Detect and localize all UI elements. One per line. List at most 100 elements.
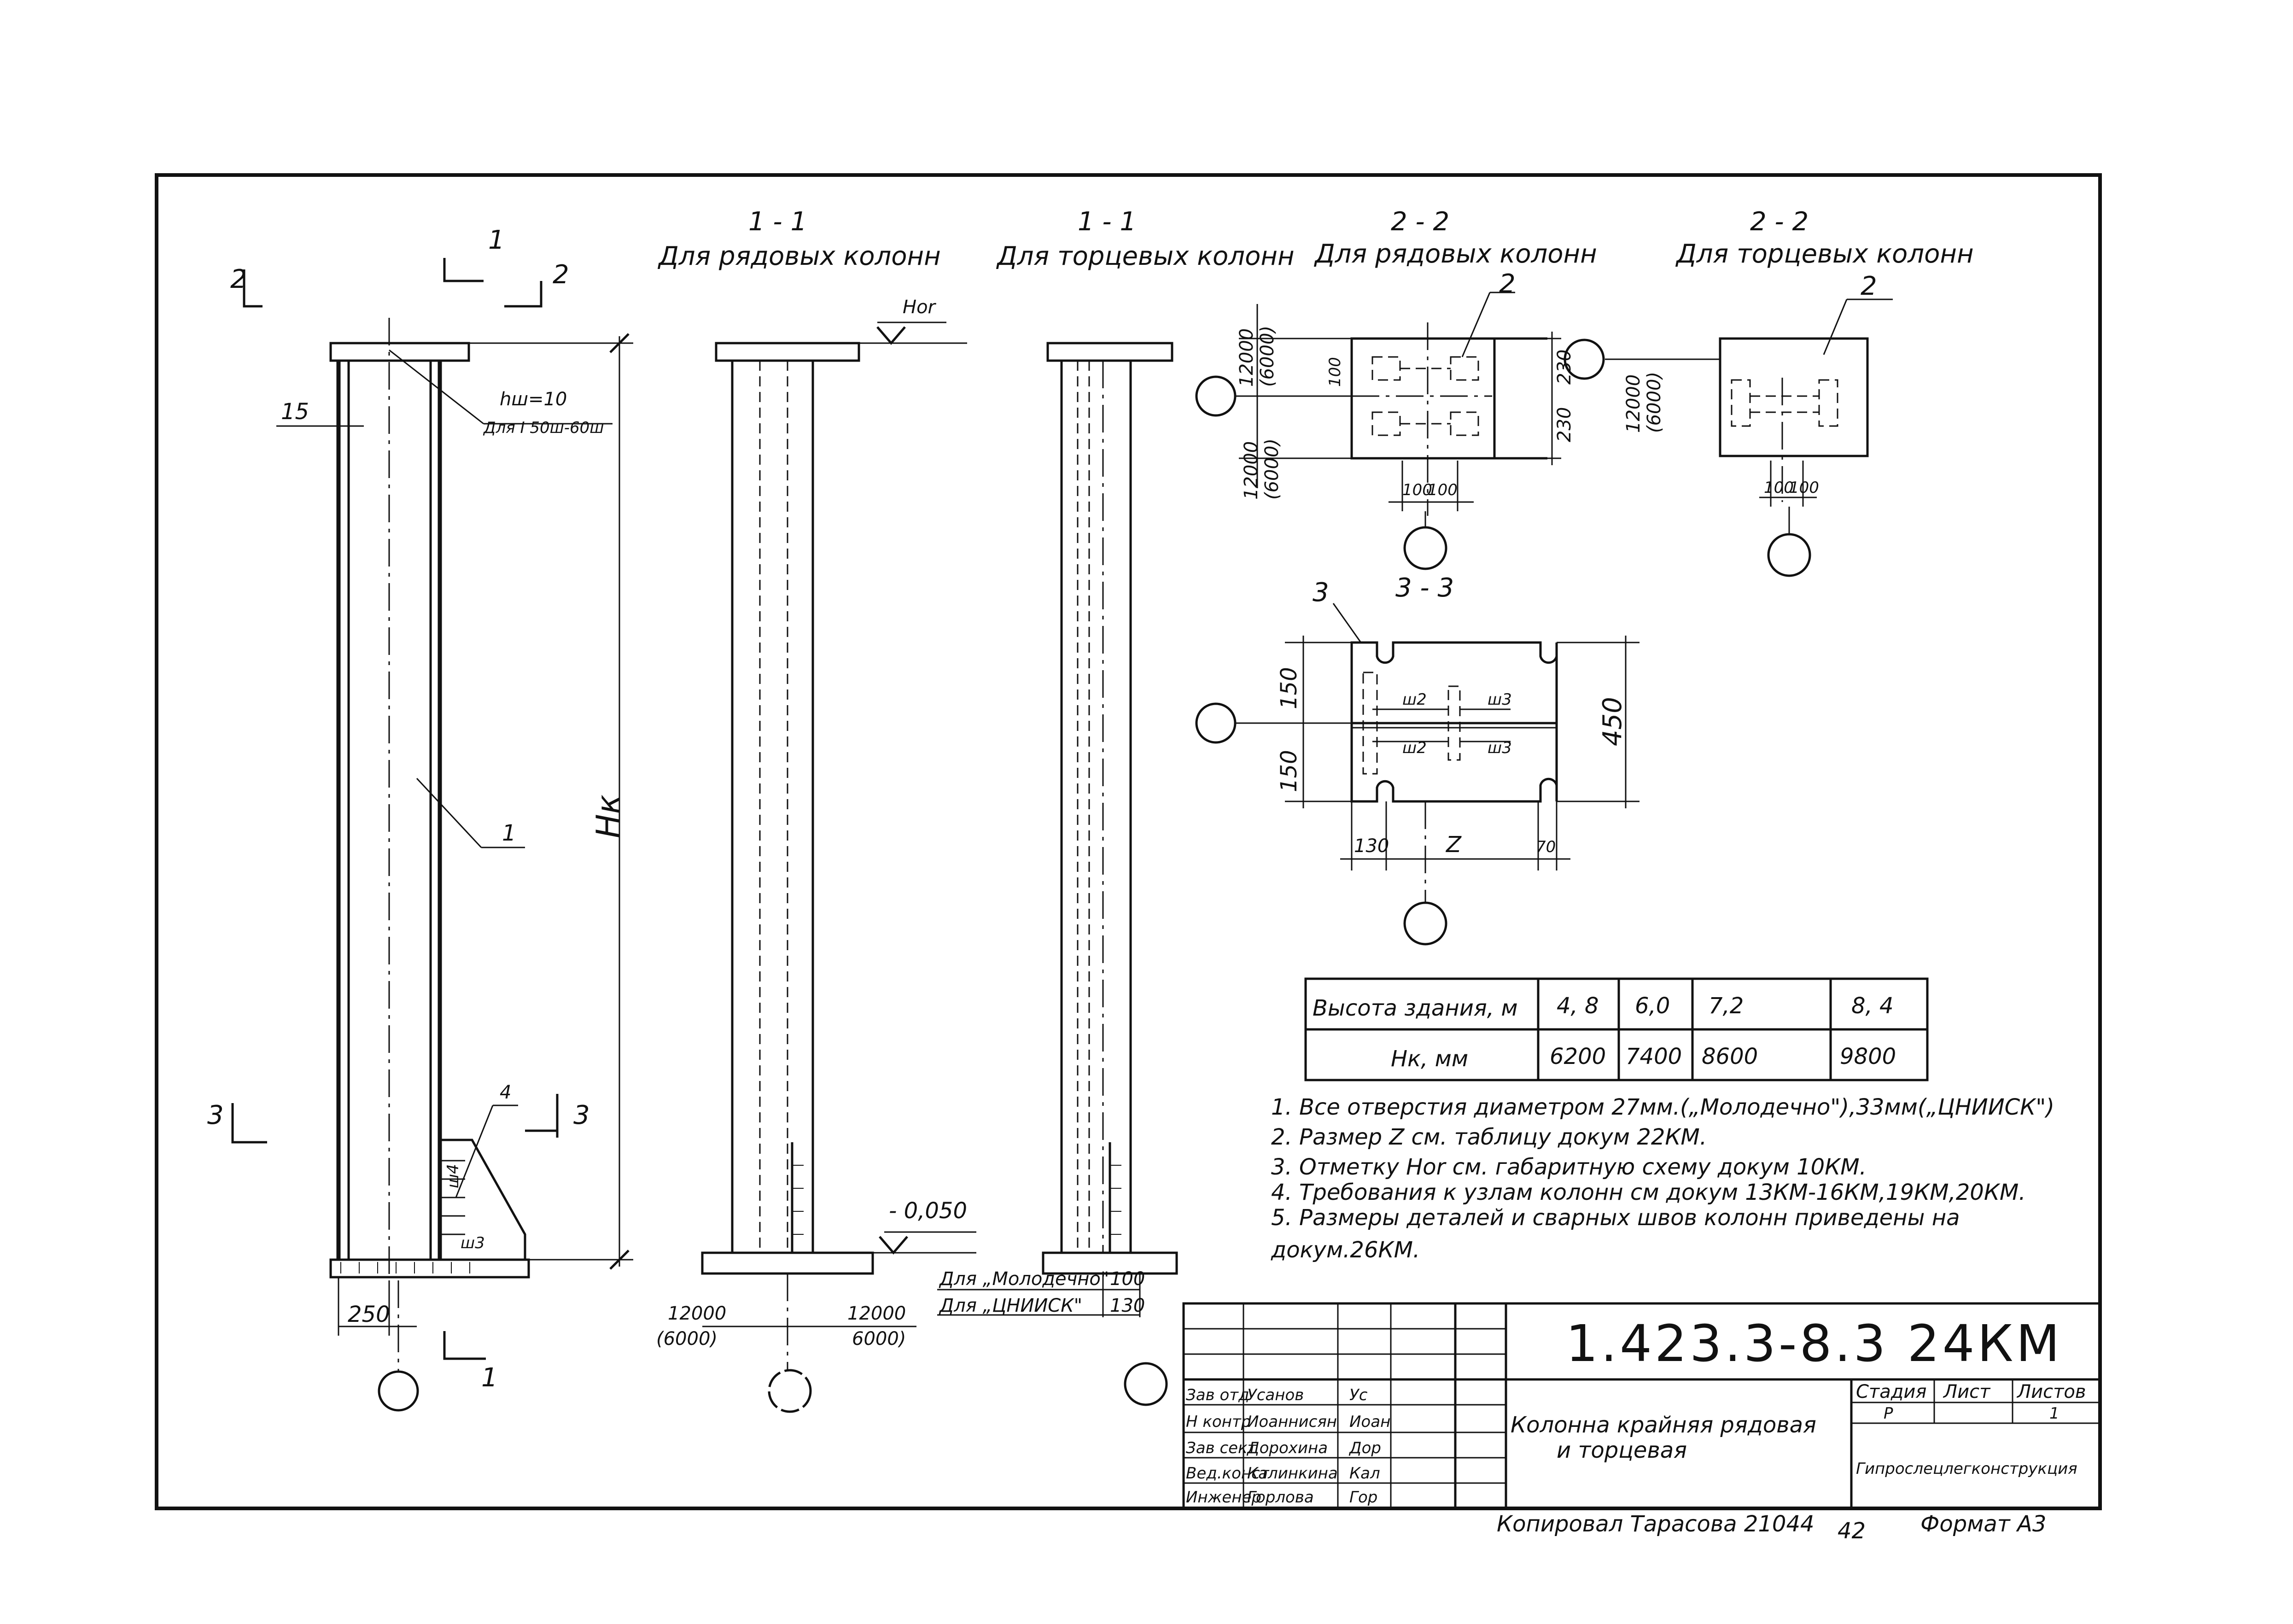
axis-bubble-2-2-row-left	[1195, 375, 1237, 417]
weld-note-line1: hш=10	[500, 389, 567, 410]
section-1-1-row-drawing	[701, 321, 976, 1413]
axis-bubble-2-2-row-bottom	[1403, 526, 1447, 570]
dim-450: 450	[1598, 697, 1628, 746]
hk-value-2: 7400	[1626, 1044, 1682, 1069]
sheet-header: Лист	[1943, 1381, 1991, 1402]
sign-role-4: Вед.конст	[1186, 1464, 1270, 1483]
dim-12000-left: 12000	[668, 1303, 726, 1324]
note-2: 2. Размер Z см. таблицу докум 22КМ.	[1271, 1124, 1707, 1150]
section-1-1-end-mark: 1 - 1	[1078, 207, 1136, 237]
sign-name-3: Дорохина	[1246, 1439, 1328, 1457]
cut-mark-1-top: 1	[488, 225, 505, 255]
level-label: - 0,050	[889, 1198, 967, 1224]
height-value-2: 6,0	[1635, 993, 1670, 1019]
weld-note-line2: Для I 50ш-60ш	[483, 419, 604, 437]
dim-100-end-a: 100	[1764, 479, 1794, 497]
dim-100-end-b: 100	[1789, 479, 1819, 497]
section-2-2-end-mark: 2 - 2	[1750, 207, 1809, 237]
weld-w2-upper: ш2	[1402, 690, 1427, 709]
title-block-grid	[1182, 1302, 2101, 1510]
dim-150-upper: 150	[1276, 667, 1302, 709]
cut-mark-3-left: 3	[207, 1100, 224, 1130]
axis-bubble-1-1-row	[768, 1369, 812, 1413]
sheet-frame	[155, 173, 2102, 1510]
sign-role-1: Зав отд	[1186, 1386, 1249, 1404]
dim-230-upper: 230	[1554, 350, 1575, 385]
title-line-2: и торцевая	[1557, 1437, 1687, 1463]
note-5: 5. Размеры деталей и сварных швов колонн…	[1271, 1205, 1960, 1231]
weld-w3-upper: ш3	[1488, 690, 1512, 709]
height-value-1: 4, 8	[1557, 993, 1599, 1019]
sheets-value: 1	[2049, 1404, 2060, 1423]
dim-15: 15	[281, 399, 309, 425]
dim-130: 130	[1354, 835, 1389, 857]
axis-bubble-3-3-bottom	[1403, 901, 1447, 946]
note-3: 3. Отметку Hor см. габаритную схему доку…	[1271, 1154, 1867, 1180]
dim-70: 70	[1536, 838, 1556, 856]
sheets-header: Листов	[2016, 1381, 2086, 1402]
section-2-2-end-pos-2: 2	[1861, 271, 1877, 301]
section-2-2-row-pos-2: 2	[1499, 269, 1516, 299]
dim-z: Z	[1445, 832, 1462, 858]
height-value-3: 7,2	[1709, 993, 1744, 1019]
tsniisk-label: Для „ЦНИИСК"	[939, 1295, 1082, 1316]
axis-bubble-2-2-end-bottom	[1767, 533, 1811, 577]
section-1-1-end-caption: Для торцевых колонн	[996, 241, 1295, 271]
sign-mark-4: Кал	[1349, 1464, 1380, 1483]
dim-6000-bottom: (6000)	[1261, 438, 1283, 500]
cut-mark-3-right: 3	[573, 1100, 590, 1130]
sign-mark-5: Гор	[1349, 1488, 1377, 1507]
weld-w3: ш3	[461, 1234, 485, 1252]
page-number: 42	[1838, 1518, 1866, 1544]
section-2-2-row-mark: 2 - 2	[1391, 207, 1449, 237]
hk-row-label: Hк, мм	[1391, 1046, 1468, 1072]
dim-6000-end: (6000)	[1644, 372, 1665, 433]
pos-1: 1	[502, 820, 516, 846]
sign-name-2: Иоаннисян	[1247, 1413, 1337, 1431]
section-2-2-row-caption: Для рядовых колонн	[1313, 239, 1597, 269]
dim-12000-end: 12000	[1623, 374, 1644, 433]
dim-150-lower: 150	[1276, 750, 1302, 792]
section-1-1-row-caption: Для рядовых колонн	[657, 241, 941, 271]
dim-230-lower: 230	[1554, 407, 1575, 442]
sign-name-4: Калинкина	[1247, 1464, 1338, 1483]
sign-role-3: Зав сект	[1186, 1439, 1257, 1457]
axis-bubble-3-3-left	[1195, 702, 1237, 744]
cut-mark-2-left: 2	[230, 264, 247, 294]
axis-bubble-elevation	[378, 1370, 419, 1412]
dim-100-vertical: 100	[1326, 357, 1344, 387]
section-2-2-row-drawing	[1195, 292, 1561, 570]
section-1-1-end-drawing	[937, 342, 1178, 1406]
axis-bubble-1-1-end	[1124, 1362, 1168, 1406]
stage-header: Стадия	[1856, 1381, 1926, 1402]
pos-4: 4	[500, 1082, 511, 1103]
section-2-2-end-caption: Для торцевых колонн	[1675, 239, 1974, 269]
hk-value-1: 6200	[1550, 1044, 1606, 1069]
hk-value-4: 9800	[1840, 1044, 1896, 1069]
organization: Гипрослецлегконструкция	[1856, 1460, 2077, 1478]
dim-12000-top: 12000	[1236, 328, 1257, 387]
hor-label: Hor	[903, 297, 937, 318]
weld-w4: ш4	[444, 1164, 462, 1188]
dim-12000-bottom: 12000	[1241, 441, 1262, 500]
sign-name-5: Горлова	[1247, 1488, 1314, 1507]
sign-name-1: Усанов	[1247, 1386, 1304, 1404]
dim-100-a: 100	[1402, 481, 1432, 499]
height-table-grid	[1304, 977, 1929, 1081]
stage-value: Р	[1884, 1404, 1893, 1423]
molodechno-value: 100	[1110, 1268, 1145, 1290]
height-value-4: 8, 4	[1851, 993, 1894, 1019]
dim-100-b: 100	[1428, 481, 1458, 499]
dim-6000-right: 6000)	[852, 1328, 906, 1349]
dim-12000-right: 12000	[847, 1303, 906, 1324]
cut-mark-1-bottom: 1	[481, 1363, 498, 1393]
axis-bubble-2-2-end-left	[1564, 339, 1605, 380]
dim-250: 250	[348, 1302, 390, 1327]
sign-mark-3: Дор	[1348, 1439, 1381, 1457]
title-line-1: Колонна крайняя рядовая	[1511, 1412, 1816, 1438]
dim-6000-left: (6000)	[656, 1328, 718, 1349]
sheet-format: Формат А3	[1920, 1511, 2046, 1537]
sign-role-2: Н контр	[1186, 1413, 1251, 1431]
document-code: 1.423.3-8.3 24КМ	[1566, 1314, 2062, 1373]
